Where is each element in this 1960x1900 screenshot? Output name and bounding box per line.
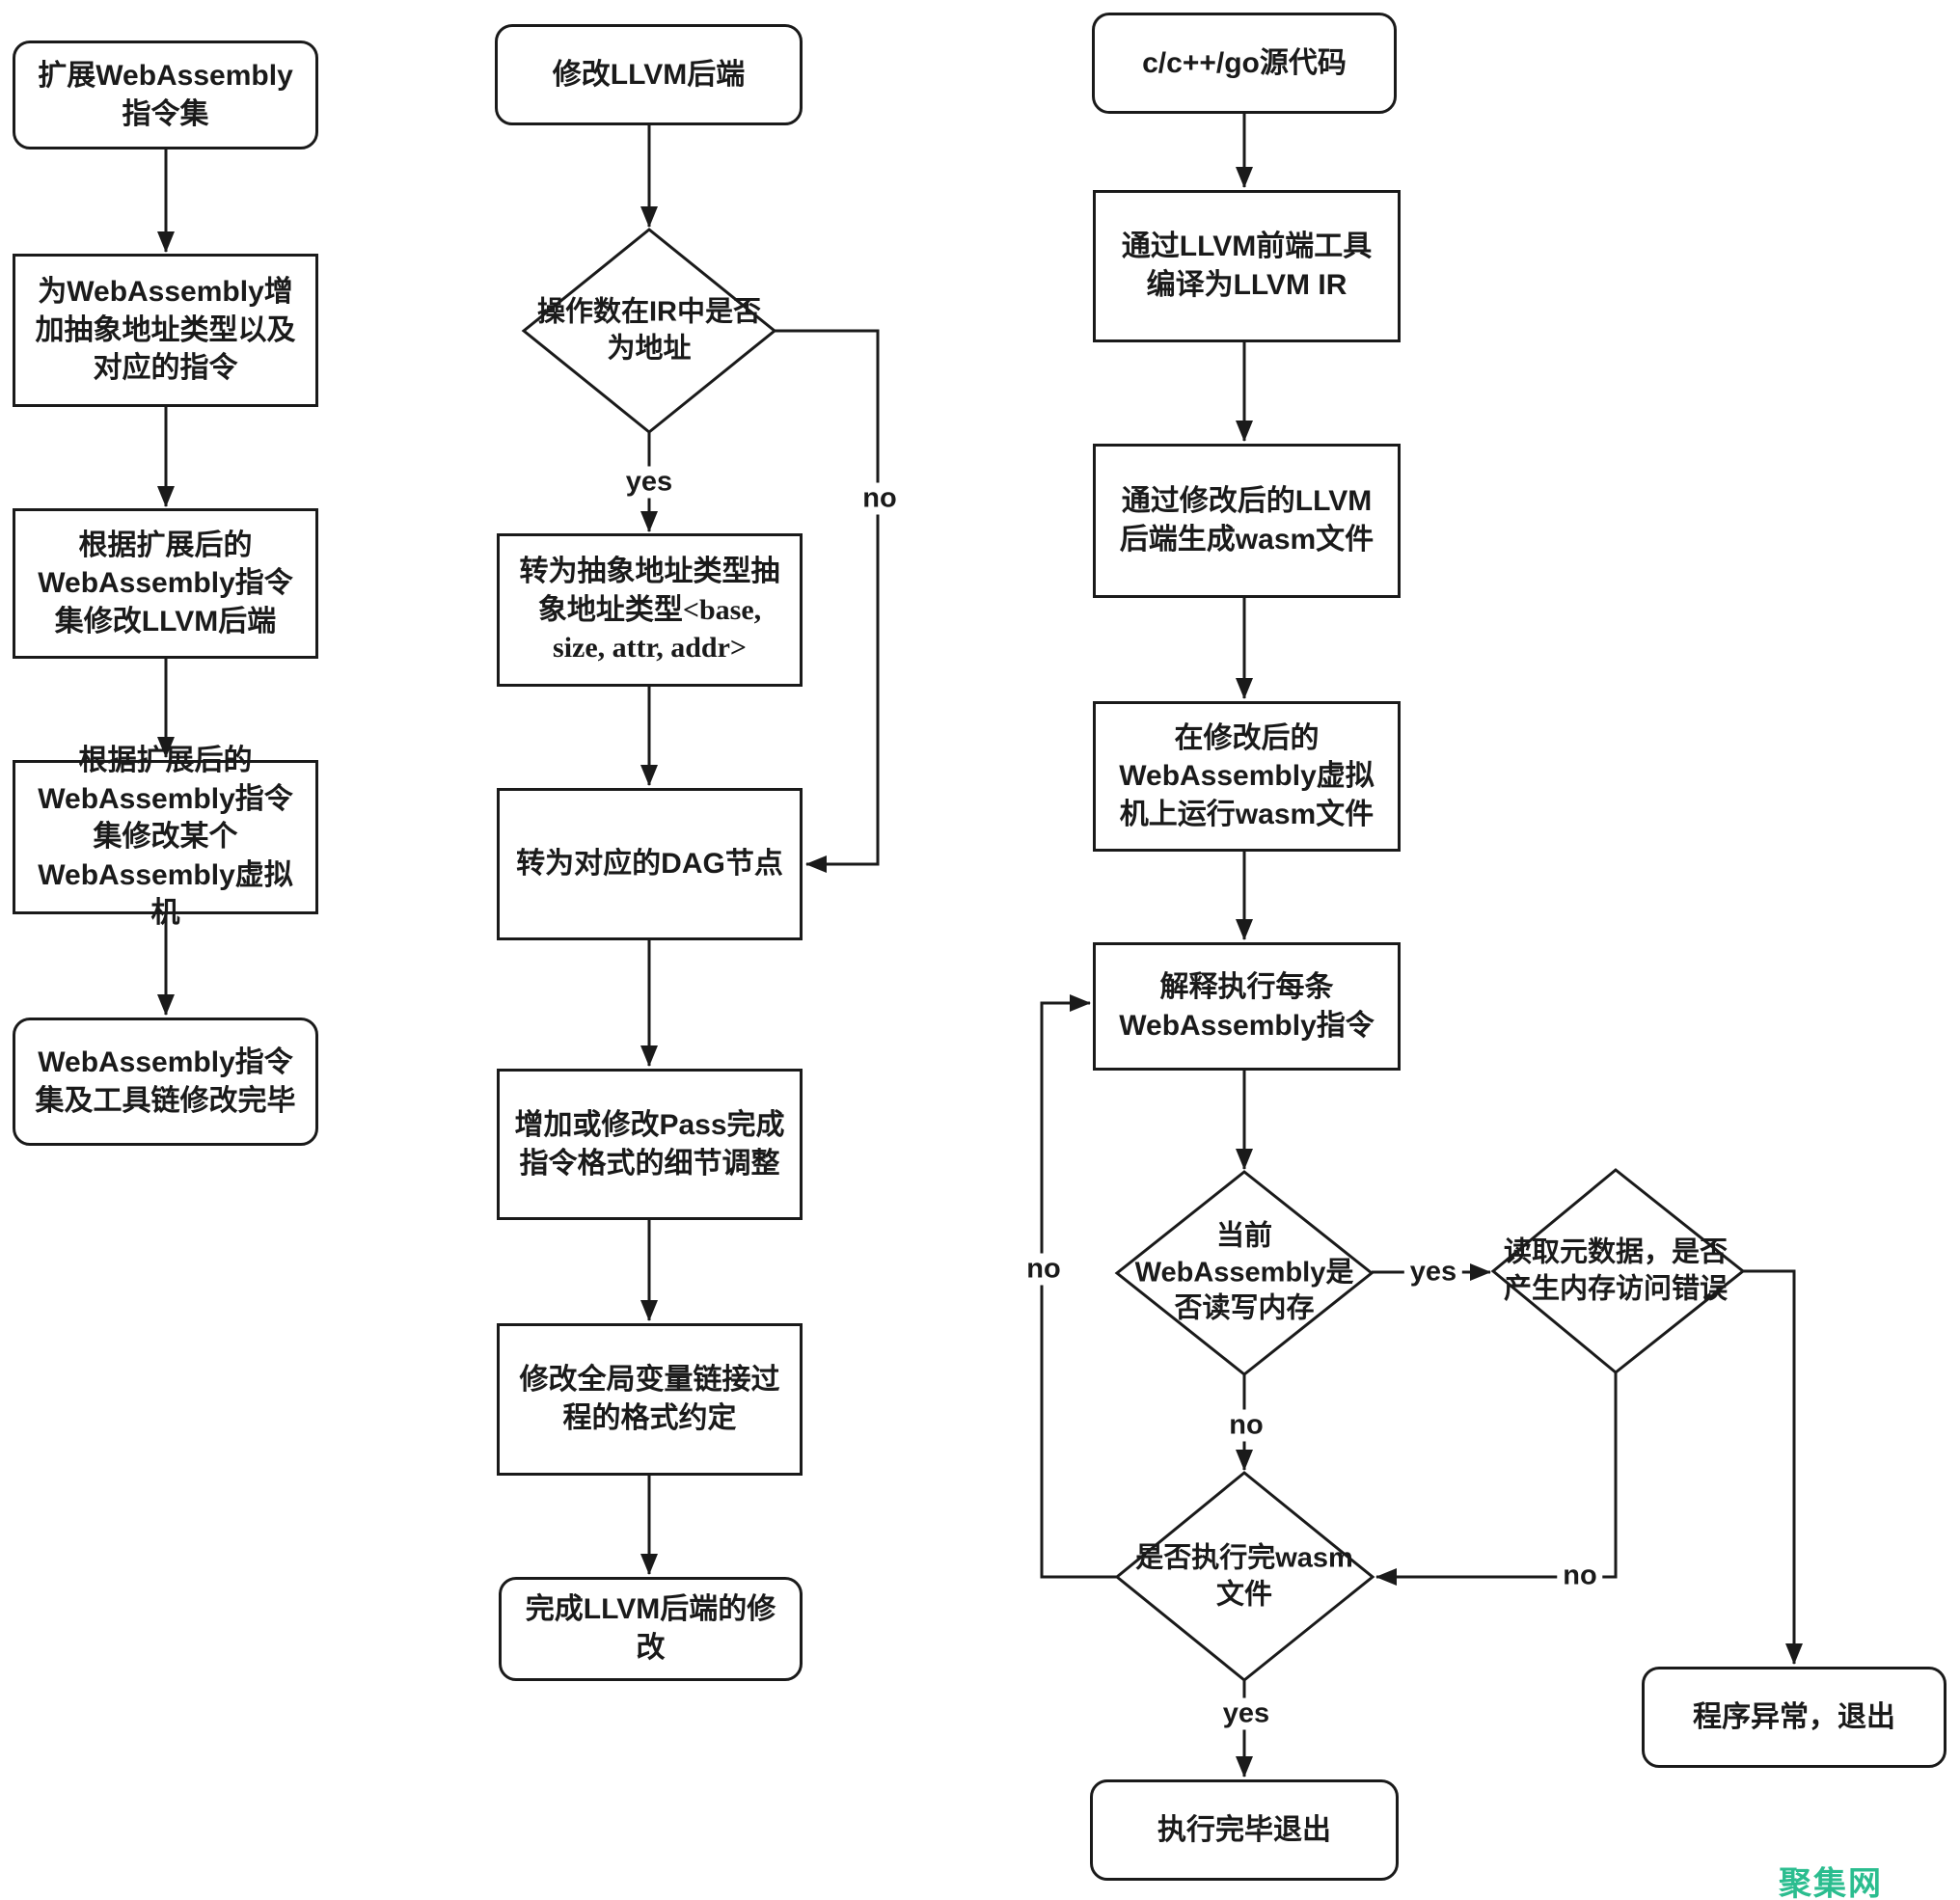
site-watermark: 聚集网 <box>1779 1865 1883 1900</box>
decision-wasm-rw-memory <box>1114 1170 1375 1376</box>
edge-label-mem-no: no <box>1223 1409 1269 1442</box>
edge-label-done-yes: yes <box>1216 1697 1276 1730</box>
node-modify-global-linking-format: 修改全局变量链接过程的格式约定 <box>497 1323 803 1476</box>
node-program-exception-exit: 程序异常，退出 <box>1642 1667 1946 1768</box>
decision-wasm-finished <box>1114 1471 1375 1682</box>
node-run-wasm-on-vm: 在修改后的WebAssembly虚拟机上运行wasm文件 <box>1093 701 1401 852</box>
node-convert-abstract-address-type-text: 转为抽象地址类型抽象地址类型<base, size, attr, addr> <box>511 553 788 667</box>
decision-wasm-rw-memory-label: 当前WebAssembly是否读写内存 <box>1134 1220 1354 1324</box>
node-convert-dag-node: 转为对应的DAG节点 <box>497 788 803 940</box>
node-label-code: <base, size, attr, addr> <box>553 593 762 665</box>
edge-label-meta-no: no <box>1557 1560 1603 1592</box>
node-modify-llvm-backend-start: 修改LLVM后端 <box>495 24 803 125</box>
node-modify-llvm-backend-per-isa: 根据扩展后的WebAssembly指令集修改LLVM后端 <box>13 508 318 659</box>
node-llvm-backend-done: 完成LLVM后端的修改 <box>499 1577 803 1681</box>
edge-dmeta-no-ddone <box>1375 1372 1618 1586</box>
node-isa-toolchain-done: WebAssembly指令集及工具链修改完毕 <box>13 1018 318 1146</box>
edge-label-ir-yes: yes <box>619 466 679 499</box>
node-source-code: c/c++/go源代码 <box>1092 13 1397 114</box>
node-interpret-each-instruction: 解释执行每条WebAssembly指令 <box>1093 942 1401 1071</box>
edge-ddone-no-r5 <box>1040 994 1117 1579</box>
node-frontend-compile-llvm-ir: 通过LLVM前端工具编译为LLVM IR <box>1093 190 1401 342</box>
node-add-modify-pass: 增加或修改Pass完成指令格式的细节调整 <box>497 1069 803 1220</box>
node-add-abstract-address-type: 为WebAssembly增加抽象地址类型以及对应的指令 <box>13 254 318 407</box>
decision-wasm-finished-label: 是否执行完wasm文件 <box>1135 1542 1353 1610</box>
decision-metadata-mem-error <box>1490 1168 1746 1374</box>
edge-label-done-no: no <box>1021 1253 1067 1286</box>
node-label-zh: 转为抽象地址类型抽象地址类型 <box>519 556 780 626</box>
node-exit-finished: 执行完毕退出 <box>1090 1779 1399 1881</box>
edge-label-ir-no: no <box>857 482 903 515</box>
edge-label-mem-yes: yes <box>1403 1256 1463 1289</box>
decision-operand-is-address-label: 操作数在IR中是否为地址 <box>536 296 761 364</box>
edge-dmeta-yes-r7 <box>1743 1269 1803 1665</box>
edge-dir-no-m3 <box>775 329 880 873</box>
decision-operand-is-address <box>521 228 777 434</box>
node-extend-wasm-isa: 扩展WebAssembly指令集 <box>13 41 318 149</box>
node-backend-generate-wasm: 通过修改后的LLVM后端生成wasm文件 <box>1093 444 1401 598</box>
node-convert-abstract-address-type: 转为抽象地址类型抽象地址类型<base, size, attr, addr> <box>497 533 803 687</box>
node-modify-wasm-vm-per-isa: 根据扩展后的WebAssembly指令集修改某个WebAssembly虚拟机 <box>13 745 318 929</box>
decision-metadata-mem-error-label: 读取元数据，是否产生内存访问错误 <box>1503 1236 1728 1304</box>
